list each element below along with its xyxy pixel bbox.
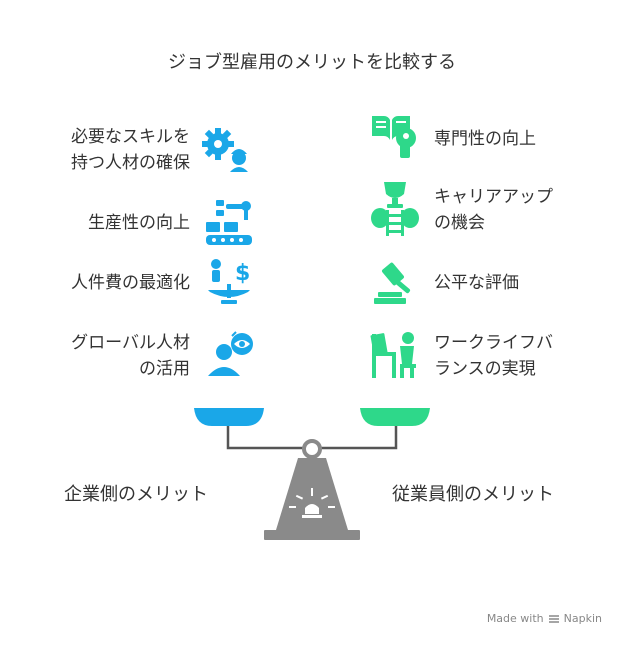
global-person-icon <box>204 330 256 380</box>
diagram-title: ジョブ型雇用のメリットを比較する <box>168 52 456 73</box>
right-item-2-label: キャリアアップ の機会 <box>434 187 553 233</box>
made-with-napkin: Made with Napkin <box>487 612 602 625</box>
desk-worker-icon <box>370 330 420 382</box>
gear-worker-icon <box>200 124 254 172</box>
conveyor-robot-icon <box>204 198 256 246</box>
right-item-1-label: 専門性の向上 <box>434 129 536 149</box>
left-item-2-label: 生産性の向上 <box>88 213 190 233</box>
left-pan <box>194 408 264 426</box>
left-item-1-label: 必要なスキルを 持つ人材の確保 <box>71 127 190 173</box>
left-side-label: 企業側のメリット <box>64 484 208 505</box>
right-item-4-label: ワークライフバ ランスの実現 <box>434 333 553 379</box>
balance-scale <box>0 400 624 550</box>
left-item-4-label: グローバル人材 の活用 <box>71 333 190 379</box>
book-head-icon <box>370 112 420 162</box>
balance-money-icon: $ <box>204 258 254 306</box>
trophy-ladder-icon <box>370 180 420 238</box>
right-pan <box>360 408 430 426</box>
gavel-icon <box>372 258 422 306</box>
right-side-label: 従業員側のメリット <box>392 484 554 505</box>
right-item-3-label: 公平な評価 <box>434 273 519 293</box>
left-item-3-label: 人件費の最適化 <box>71 273 190 293</box>
made-with-text: Made with <box>486 612 544 625</box>
napkin-logo-icon <box>548 613 560 625</box>
napkin-brand-text: Napkin <box>563 612 602 625</box>
svg-text:$: $ <box>235 261 250 286</box>
